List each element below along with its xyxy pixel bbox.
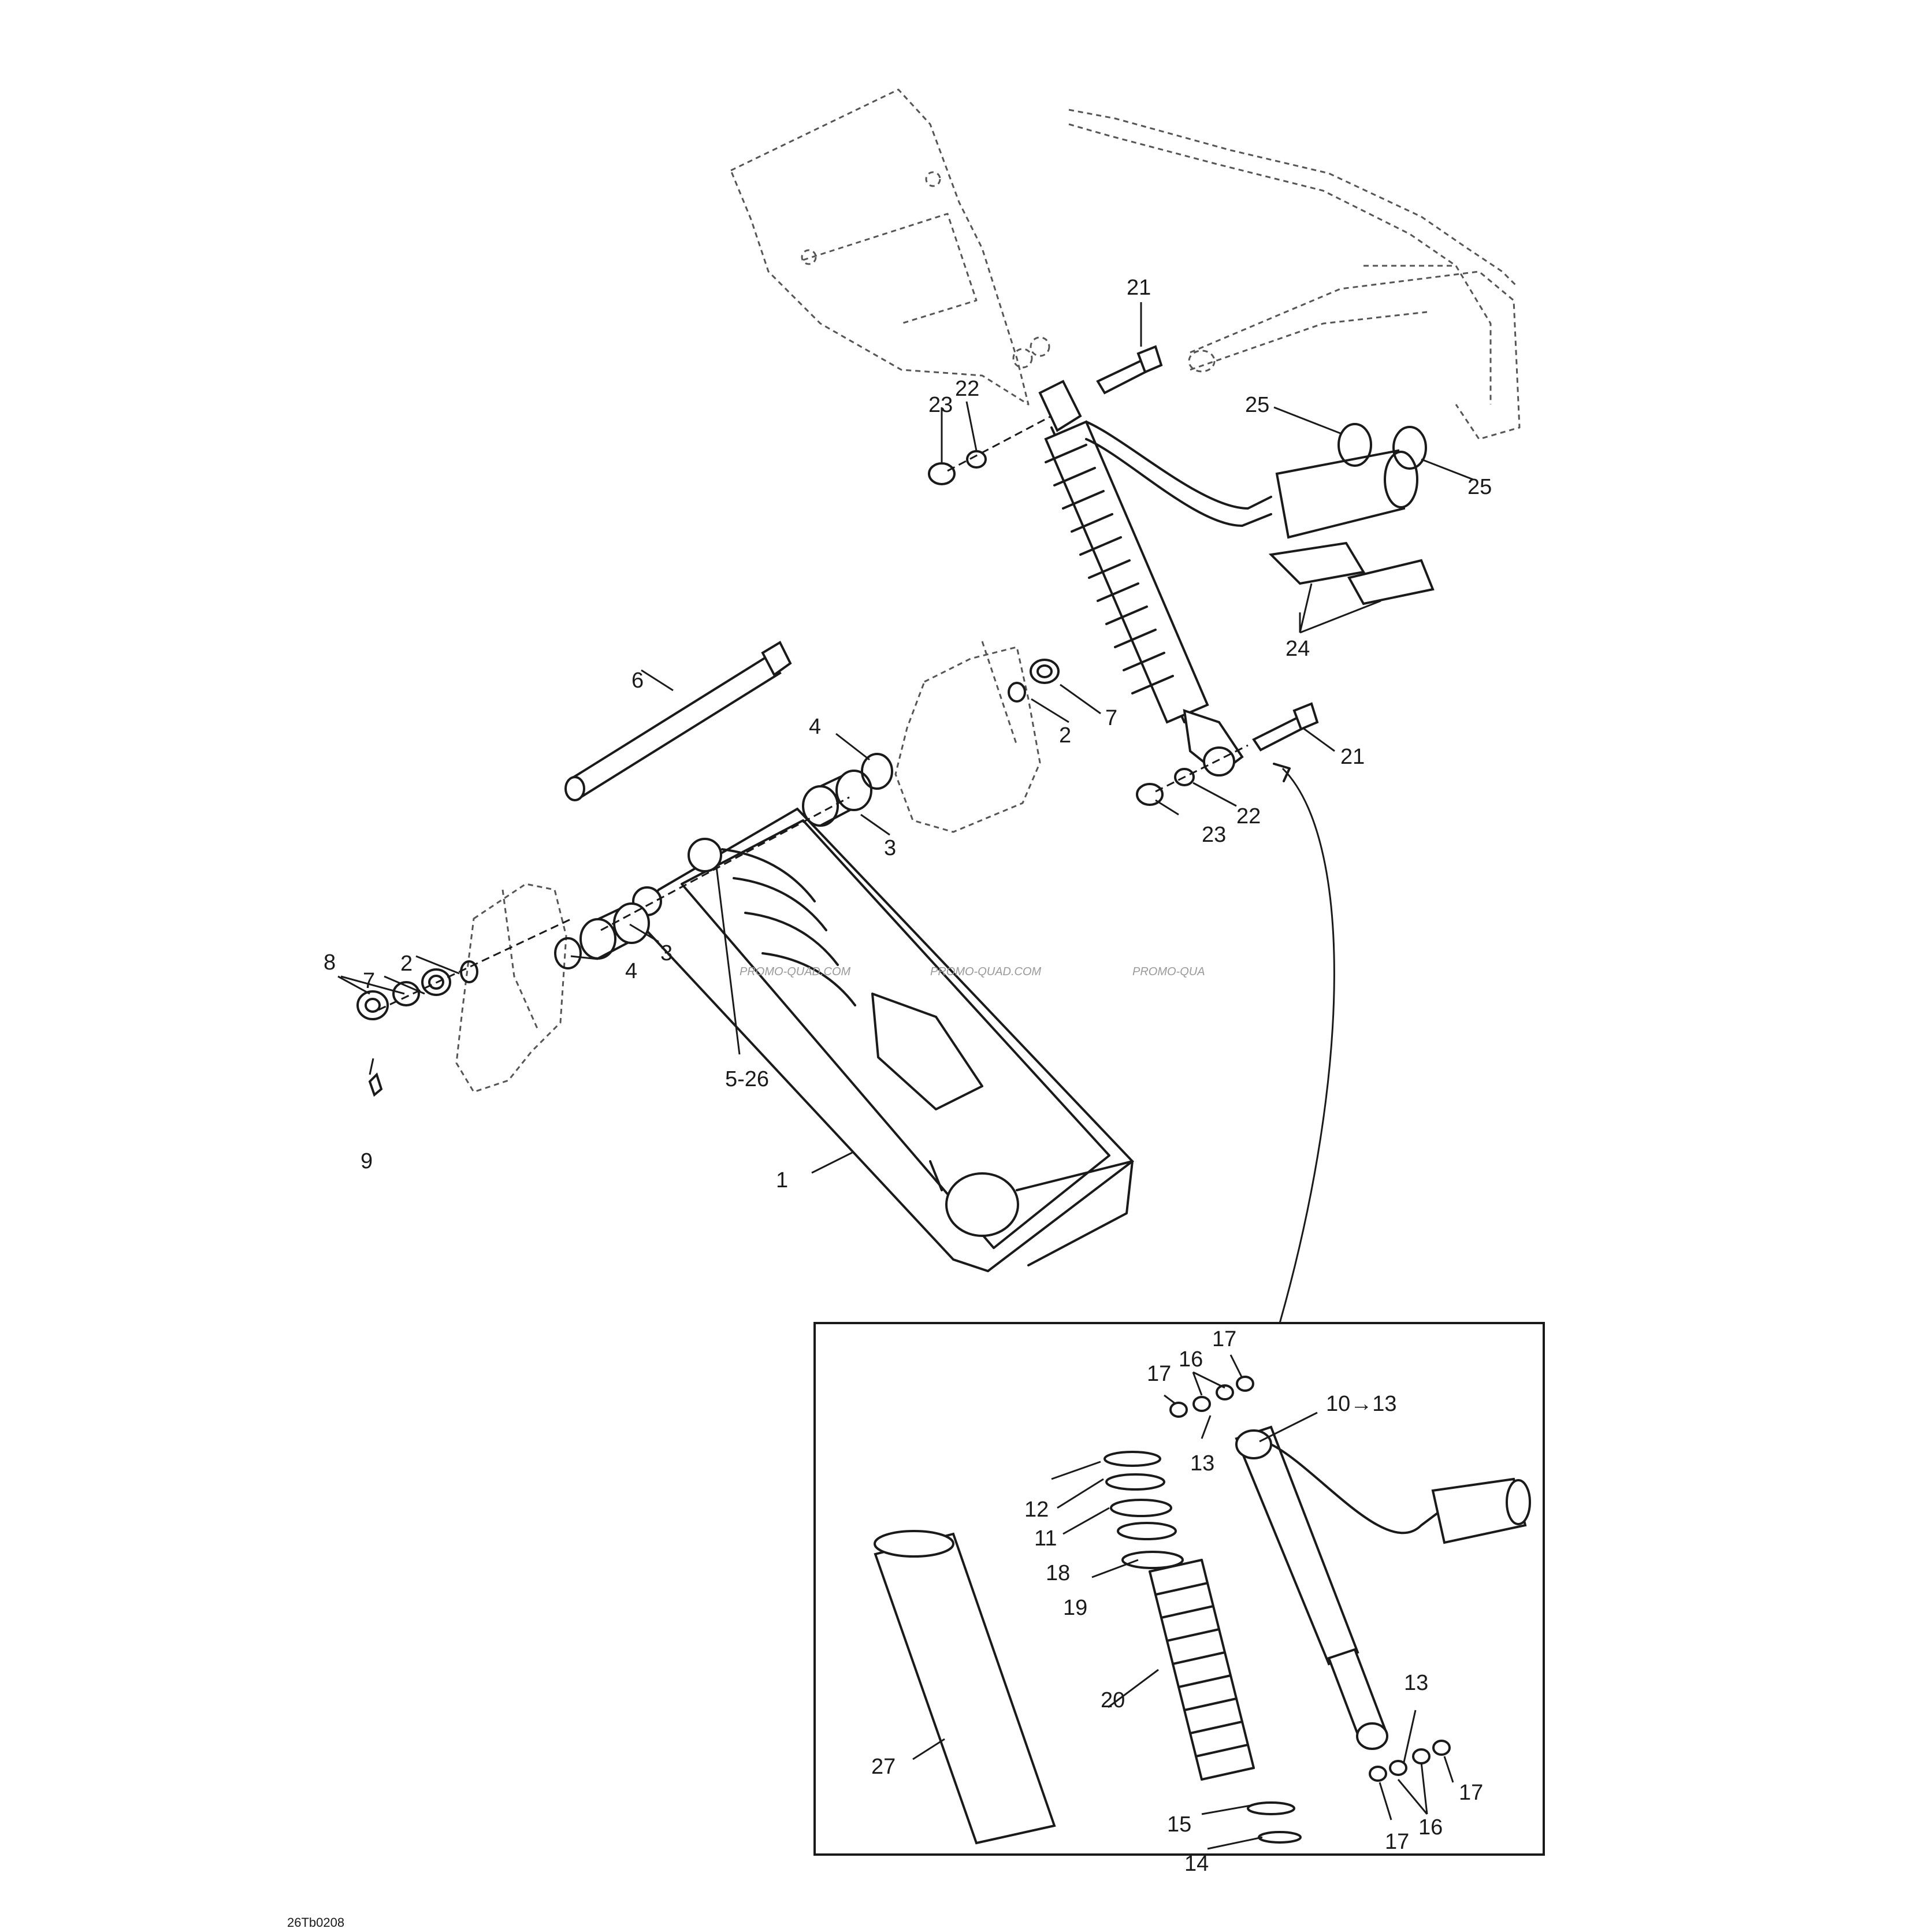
detail-arrow <box>1279 767 1335 1324</box>
callout-1: 1 <box>776 1168 788 1192</box>
callout-13-upper: 13 <box>1190 1451 1214 1476</box>
callout-21-lower: 21 <box>1340 745 1365 769</box>
callout-4-right: 4 <box>809 715 821 739</box>
frame-mount-left-ghost <box>455 883 567 1093</box>
washer-left-7 <box>421 968 451 996</box>
o-ring-right-4 <box>861 753 893 790</box>
callout-8: 8 <box>324 950 336 975</box>
bushing-right-3 <box>802 770 872 827</box>
axis-line-upper-bolt <box>947 415 1052 472</box>
callout-3-right: 3 <box>884 836 896 860</box>
frame-mount-center-ghost <box>894 641 1041 833</box>
reservoir-24 <box>1268 449 1435 605</box>
retainer-15-14 <box>1247 1801 1302 1844</box>
callout-7-right: 7 <box>1105 706 1117 730</box>
callout-5-26: 5-26 <box>725 1067 769 1091</box>
callout-23-upper: 23 <box>928 393 953 417</box>
clamp-25 <box>1337 423 1427 470</box>
detail-inset-box <box>813 1322 1545 1856</box>
bushings-upper-16-17 <box>1169 1376 1254 1418</box>
callout-15: 15 <box>1167 1812 1191 1837</box>
callout-22-upper: 22 <box>955 377 979 401</box>
spring-seat-12-11-18-19 <box>1104 1451 1184 1569</box>
callout-17-upper-left: 17 <box>1147 1362 1171 1386</box>
callout-21-upper: 21 <box>1127 276 1151 300</box>
swing-arm <box>632 807 1134 1273</box>
watermark-3: PROMO-QUA <box>1132 965 1205 978</box>
callout-9: 9 <box>361 1149 373 1173</box>
callout-14: 14 <box>1184 1852 1209 1876</box>
callout-17-upper-right: 17 <box>1212 1327 1236 1351</box>
callout-25-left: 25 <box>1245 393 1269 417</box>
washer-22-upper <box>966 450 987 469</box>
bolt-21-upper <box>1096 345 1163 395</box>
protector-sleeve-27 <box>874 1530 1056 1845</box>
pivot-shaft <box>564 641 792 801</box>
callout-25-right: 25 <box>1467 475 1492 499</box>
axis-line-lower-bolt <box>1155 744 1249 793</box>
callout-3-left: 3 <box>660 941 673 965</box>
callout-2-right: 2 <box>1059 723 1071 748</box>
callout-6: 6 <box>631 668 644 693</box>
bushing-left-3 <box>579 902 650 960</box>
callout-16-lower: 16 <box>1418 1815 1443 1840</box>
callout-11: 11 <box>1034 1526 1057 1551</box>
callout-12: 12 <box>1024 1498 1049 1522</box>
callout-18: 18 <box>1046 1561 1070 1585</box>
callout-13-lower: 13 <box>1404 1671 1428 1695</box>
callout-20: 20 <box>1101 1688 1125 1712</box>
o-ring-left-4 <box>554 937 582 969</box>
callout-22-lower: 22 <box>1236 804 1261 828</box>
drawing-code: 26Tb0208 <box>287 1915 344 1930</box>
o-ring-right-2 <box>1008 682 1026 703</box>
callout-19: 19 <box>1063 1596 1087 1620</box>
frame-upper-left-ghost <box>730 88 1050 406</box>
callout-4-left: 4 <box>625 959 637 983</box>
callout-17-lower-right: 17 <box>1459 1781 1483 1805</box>
frame-upper-right-ghost <box>1068 109 1521 440</box>
leader-lines <box>337 302 1474 1850</box>
shock-absorber <box>1038 380 1272 776</box>
callout-27: 27 <box>871 1755 896 1779</box>
callout-2-left: 2 <box>400 952 413 976</box>
washer-right-7 <box>1030 659 1060 684</box>
callout-17-lower-left: 17 <box>1385 1830 1409 1854</box>
axis-line-left <box>378 917 573 1011</box>
detail-arrowhead <box>1273 763 1291 782</box>
shock-body-10-13 <box>1235 1425 1531 1750</box>
nut-23-upper <box>928 462 956 485</box>
callout-24: 24 <box>1285 637 1310 661</box>
watermark-1: PROMO-QUAD.COM <box>740 965 851 978</box>
callout-7-left: 7 <box>363 969 375 993</box>
callout-23-lower: 23 <box>1202 823 1226 847</box>
washer-22-lower <box>1174 768 1195 786</box>
axis-line-center <box>600 796 850 931</box>
bushings-lower-16-17 <box>1369 1740 1451 1782</box>
callout-10-13: 10→13 <box>1326 1392 1397 1416</box>
bolt-21-lower <box>1252 702 1319 752</box>
cotter-pin-9 <box>368 1072 383 1097</box>
spring-20 <box>1149 1559 1255 1781</box>
callout-16-upper: 16 <box>1179 1347 1203 1372</box>
watermark-2: PROMO-QUAD.COM <box>930 965 1042 978</box>
